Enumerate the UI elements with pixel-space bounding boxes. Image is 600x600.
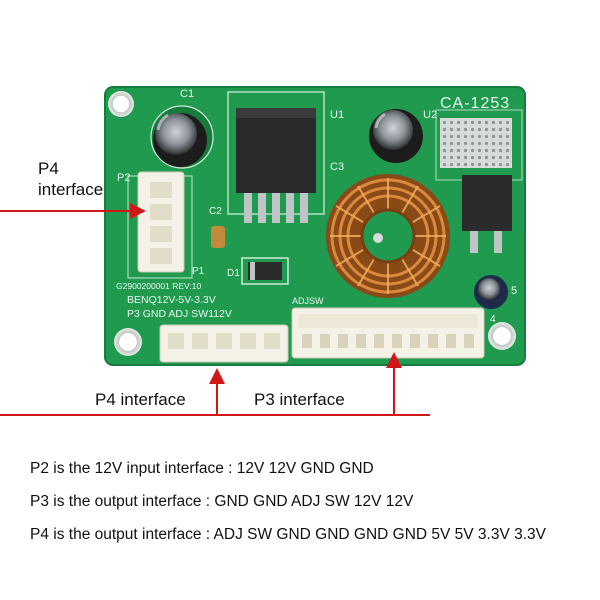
silk-adj: ADJSW — [292, 296, 324, 306]
mounting-hole-tl — [108, 91, 134, 117]
desc-p3: P3 is the output interface : GND GND ADJ… — [30, 493, 414, 510]
mounting-hole-br — [488, 322, 516, 350]
silk-d1: D1 — [227, 268, 240, 279]
u2-transistor — [462, 175, 512, 231]
silk-c2: C2 — [209, 206, 222, 217]
silk-c1: C1 — [180, 88, 194, 100]
u1-regulator — [236, 108, 316, 193]
silk-u1: U1 — [330, 109, 344, 121]
silk-u2: U2 — [423, 109, 437, 121]
label-p4-left-line1: P4 — [38, 159, 59, 178]
label-p3-bottom: P3 interface — [254, 390, 345, 409]
silk-rev: G2900200001 REV:10 — [116, 281, 201, 291]
silk-p4num: 4 — [490, 314, 496, 325]
silk-pins: P3 GND ADJ SW112V — [127, 308, 232, 320]
desc-p2: P2 is the 12V input interface : 12V 12V … — [30, 460, 374, 477]
c2-part — [211, 226, 225, 248]
label-p4-bottom: P4 interface — [95, 390, 186, 409]
silk-c3: C3 — [330, 161, 344, 173]
silk-model: CA-1253 — [440, 95, 510, 112]
mounting-hole-bl — [114, 328, 142, 356]
p2-connector — [137, 171, 185, 273]
label-p4-left: P4 interface — [38, 158, 103, 200]
pcb-board — [105, 87, 525, 365]
silk-c5: 5 — [511, 285, 517, 297]
desc-p4: P4 is the output interface : ADJ SW GND … — [30, 526, 547, 543]
d1-diode — [248, 262, 282, 280]
silk-brand: BENQ12V-5V-3.3V — [127, 294, 216, 306]
silk-p2: P2 — [117, 172, 130, 184]
label-p4-left-line2: interface — [38, 180, 104, 199]
silk-p1: P1 — [192, 266, 205, 277]
